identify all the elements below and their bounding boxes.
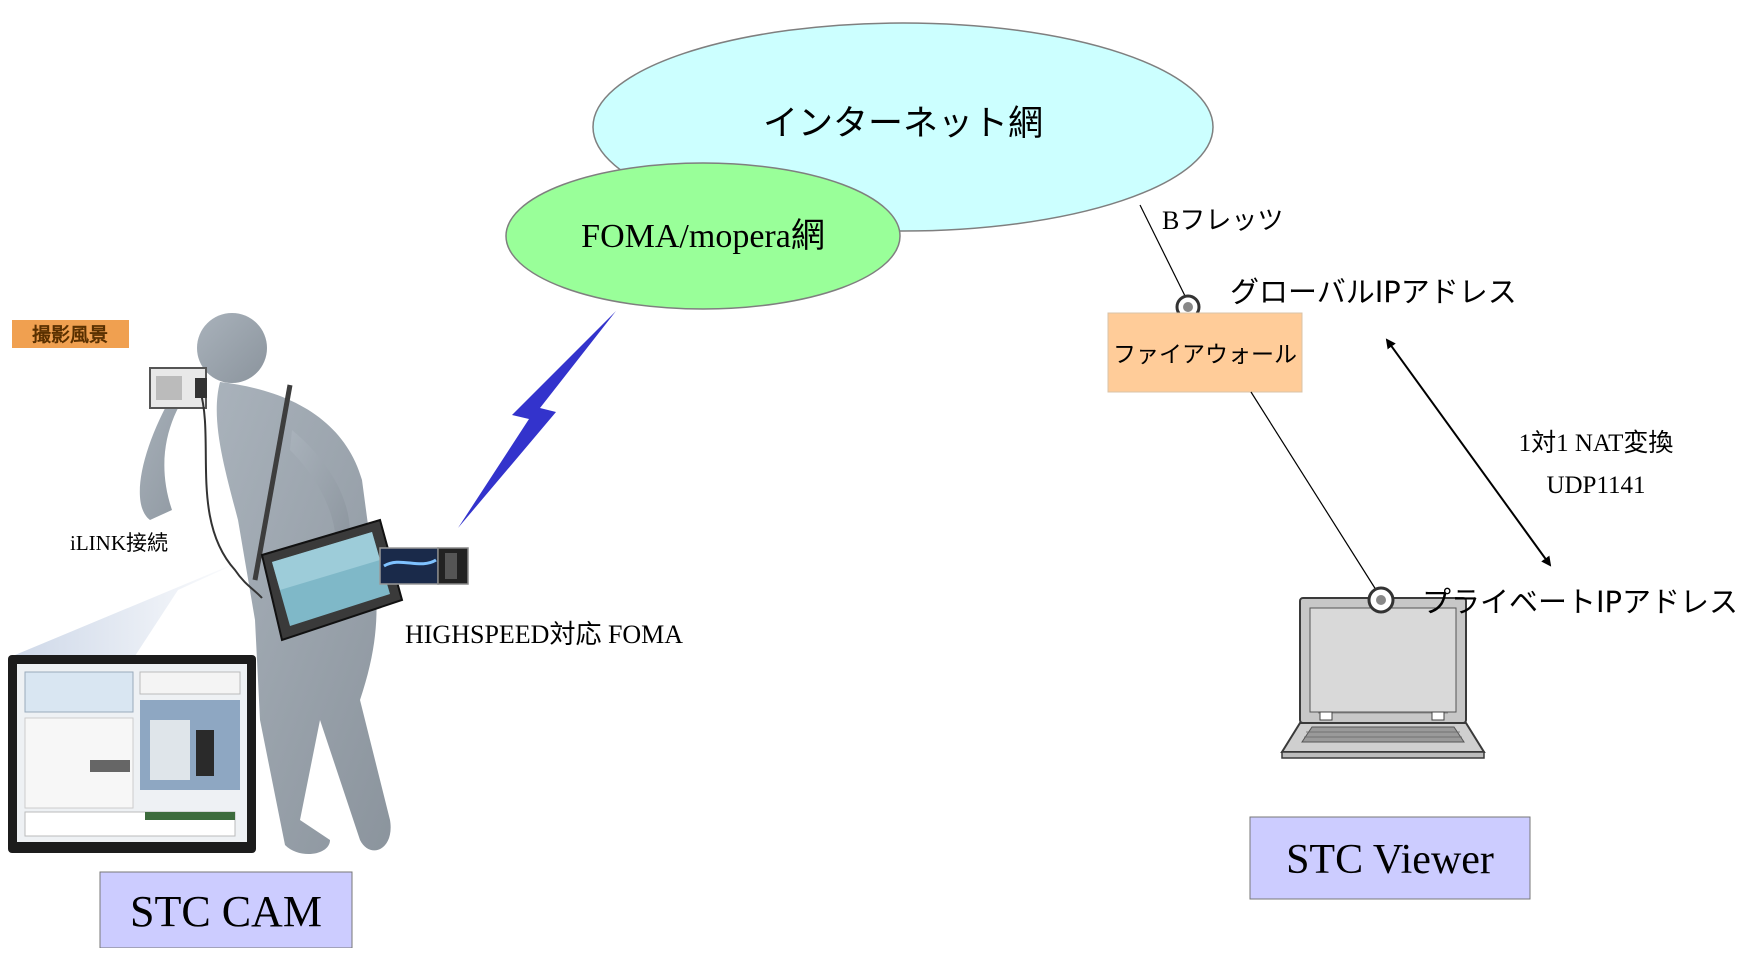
stc-cam-box [99,871,353,949]
bflets-line [1139,204,1189,303]
stc-viewer-box [1249,816,1531,900]
foma-device-label: HIGHSPEED対応 FOMA [405,620,683,649]
video-camera-icon [149,367,207,409]
private-ip-label: プライベートIPアドレス [1422,585,1738,619]
ilink-label: iLINK接続 [70,531,168,555]
nat-double-arrow [1385,338,1552,567]
global-ip-label: グローバルIPアドレス [1230,275,1517,309]
photo-badge [12,320,129,348]
internet-cloud-label: インターネット網 [763,104,1043,144]
firewall-laptop-line [1250,391,1379,594]
stc-cam-label: STC CAM [130,887,322,936]
bag-strap [252,384,293,581]
ilink-cable [199,389,263,599]
tablet-pc-icon [260,518,404,642]
nat-label: 1対1 NAT変換 [1519,429,1674,457]
foma-cloud [505,162,901,310]
monitor-icon [8,655,256,853]
foma-cloud-label: FOMA/mopera網 [581,217,825,255]
firewall-label: ファイアウォール [1113,342,1297,368]
laptop-icon [1280,597,1486,759]
wireless-lightning-icon [458,311,616,528]
private-ip-port-core [1376,595,1386,605]
firewall-box [1107,312,1303,393]
photo-badge-label: 撮影風景 [32,324,108,346]
foma-card-icon [379,547,469,585]
udp-label: UDP1141 [1546,472,1645,499]
stc-viewer-label: STC Viewer [1286,837,1494,883]
global-ip-port-core [1183,302,1193,312]
bflets-label: Bフレッツ [1162,206,1283,235]
